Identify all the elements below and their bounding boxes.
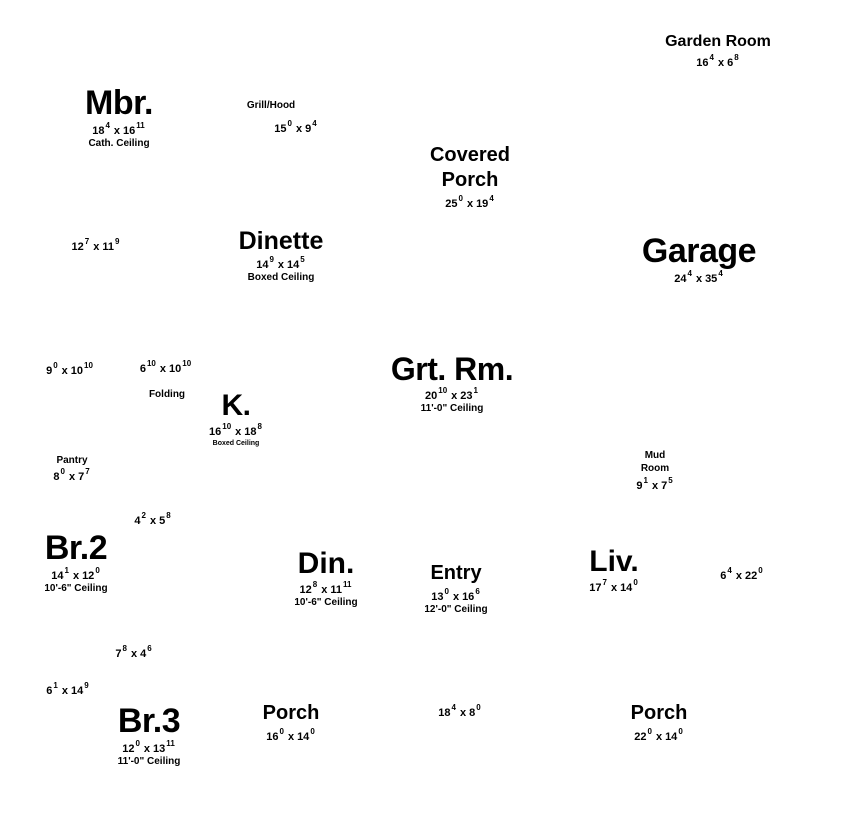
ceiling-note: 10'-6" Ceiling (294, 597, 358, 608)
room-name: Porch (262, 702, 320, 724)
room-name: K. (221, 389, 251, 422)
ceiling-note: Cath. Ceiling (88, 138, 150, 149)
ceiling-note: Boxed Ceiling (247, 272, 315, 283)
room-name: Br.2 (44, 529, 108, 567)
ceiling-note: 12'-0" Ceiling (424, 604, 488, 615)
room-name: Porch (630, 702, 688, 724)
ceiling-note: 11'-0" Ceiling (117, 756, 181, 767)
room-name-line1: Mud (644, 450, 666, 461)
room-name-line2: Porch (441, 169, 499, 191)
room-name: Liv. (589, 545, 639, 578)
room-name: Br.3 (117, 702, 181, 740)
ceiling-note: 11'-0" Ceiling (420, 403, 484, 414)
room-label-grill-hood: Grill/Hood (247, 101, 295, 111)
room-name: Din. (297, 547, 355, 580)
room-name: Grill/Hood (246, 100, 296, 111)
ceiling-note: Boxed Ceiling (212, 440, 260, 447)
room-name: Grt. Rm. (390, 351, 514, 387)
room-name: Garage (641, 232, 757, 270)
room-name-line2: Room (640, 462, 670, 474)
room-name: Pantry (56, 455, 88, 466)
room-name: Garden Room (665, 33, 771, 50)
room-name: Folding (148, 389, 186, 400)
room-name: Dinette (238, 227, 324, 255)
room-name-line1: Covered (429, 144, 511, 166)
room-label-folding: Folding (149, 390, 185, 400)
room-name: Entry (430, 562, 482, 584)
room-name: Mbr. (85, 84, 153, 122)
ceiling-note: 10'-6" Ceiling (44, 583, 108, 594)
